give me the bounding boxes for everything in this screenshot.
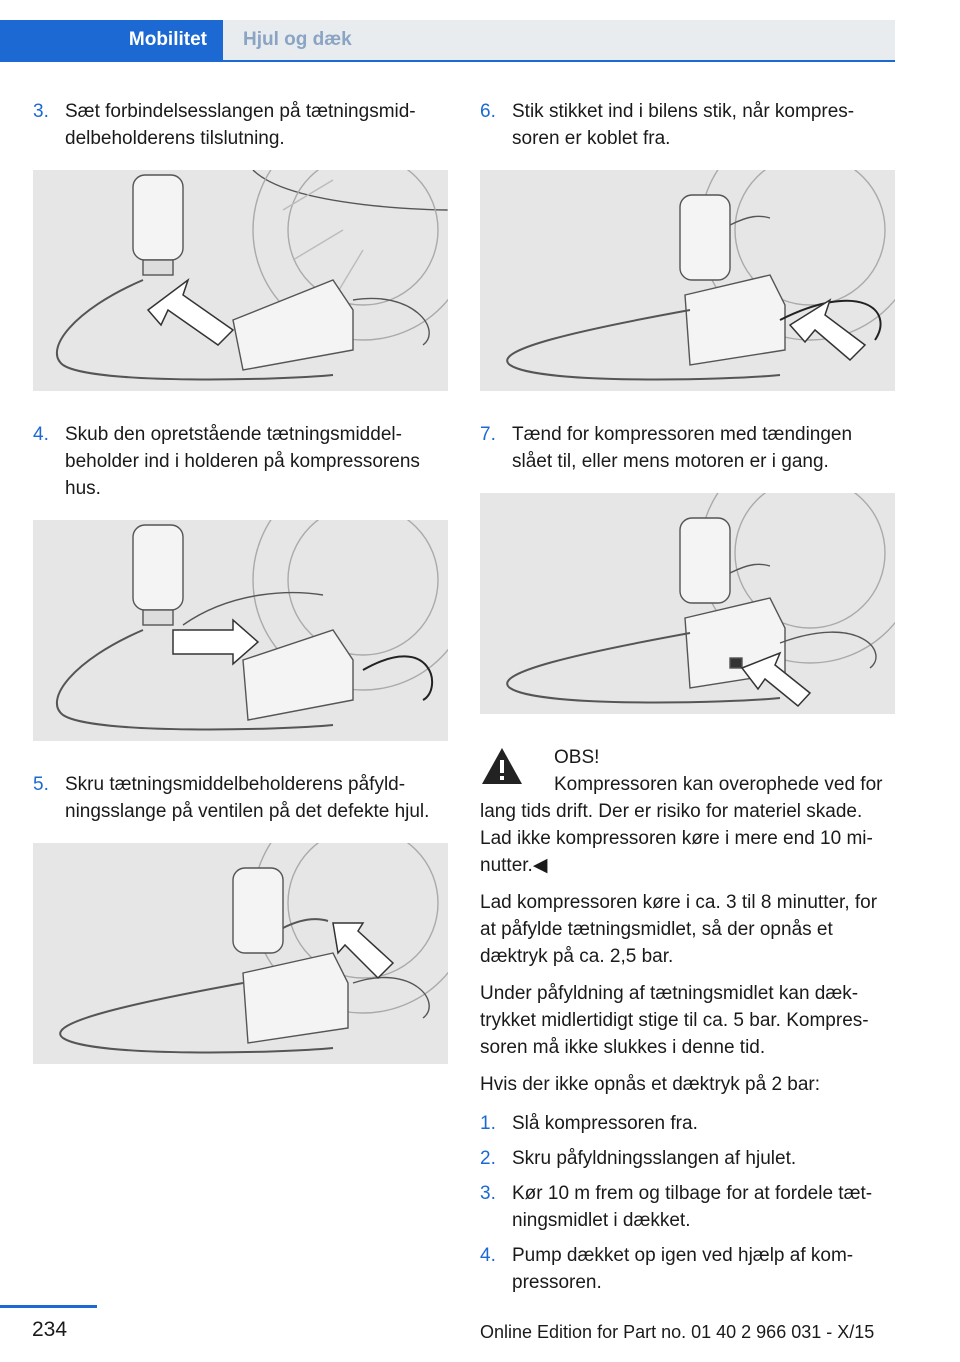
illustration-valve-hose <box>33 843 448 1064</box>
page-number: 234 <box>32 1318 68 1341</box>
step-6: 6. Stik stikket ind i bilens stik, når k… <box>480 98 895 152</box>
warning-title: OBS! <box>554 747 600 768</box>
left-column: 3. Sæt forbindelsesslangen på tætningsmi… <box>33 98 448 1094</box>
step-number: 5. <box>33 774 49 795</box>
remedy-list: 1. Slå kompressoren fra. 2. Skru påfyldn… <box>480 1110 895 1296</box>
paragraph-no-pressure: Hvis der ikke opnås et dæktryk på 2 bar: <box>480 1074 821 1095</box>
list-text: Slå kompressoren fra. <box>512 1113 698 1134</box>
paragraph-fill-time: Lad kompressoren køre i ca. 3 til 8 minu… <box>480 892 878 967</box>
step-text: Sæt forbindelsesslangen på tætningsmid‐d… <box>65 101 416 149</box>
footer-accent-line <box>0 1305 97 1308</box>
step-text: Skru tætningsmiddelbeholderens påfyld‐ni… <box>65 774 430 822</box>
illustration-switch-on <box>480 493 895 714</box>
warning-first-line: Kompressoren kan overophede ved for <box>554 774 883 795</box>
step-5: 5. Skru tætningsmiddelbeholderens påfyld… <box>33 771 448 825</box>
step-text: Tænd for kompressoren med tændingen slåe… <box>512 424 853 472</box>
list-item: 1. Slå kompressoren fra. <box>480 1110 895 1137</box>
tab-hjul-og-daek[interactable]: Hjul og dæk <box>223 20 895 60</box>
warning-triangle-icon <box>482 748 522 784</box>
step-4: 4. Skub den opretstående tætningsmiddel‐… <box>33 421 448 502</box>
list-number: 4. <box>480 1245 496 1266</box>
step-7: 7. Tænd for kompressoren med tændingen s… <box>480 421 895 475</box>
right-column: 6. Stik stikket ind i bilens stik, når k… <box>480 98 895 1304</box>
warning-block: OBS! Kompressoren kan overophede ved for… <box>480 744 895 879</box>
list-number: 1. <box>480 1113 496 1134</box>
header-divider <box>0 60 895 62</box>
list-text: Kør 10 m frem og tilbage for at fordele … <box>512 1183 873 1231</box>
list-number: 2. <box>480 1148 496 1169</box>
illustration-plug-socket <box>480 170 895 391</box>
edition-note: Online Edition for Part no. 01 40 2 966 … <box>480 1322 875 1342</box>
list-number: 3. <box>480 1183 496 1204</box>
list-text: Pump dækket op igen ved hjælp af kom‐pre… <box>512 1245 854 1293</box>
list-item: 3. Kør 10 m frem og tilbage for at forde… <box>480 1180 895 1234</box>
list-item: 2. Skru påfyldningsslangen af hjulet. <box>480 1145 895 1172</box>
tab-mobilitet[interactable]: Mobilitet <box>0 20 223 60</box>
step-number: 3. <box>33 101 49 122</box>
step-3: 3. Sæt forbindelsesslangen på tætningsmi… <box>33 98 448 152</box>
list-item: 4. Pump dækket op igen ved hjælp af kom‐… <box>480 1242 895 1296</box>
paragraph-pressure-rise: Under påfyldning af tætningsmidlet kan d… <box>480 983 869 1058</box>
illustration-connect-hose <box>33 170 448 391</box>
step-text: Skub den opretstående tætningsmiddel‐beh… <box>65 424 420 499</box>
illustration-insert-container <box>33 520 448 741</box>
step-text: Stik stikket ind i bilens stik, når komp… <box>512 101 855 149</box>
header-tabs: Mobilitet Hjul og dæk <box>0 20 895 62</box>
warning-text: lang tids drift. Der er risiko for mater… <box>480 801 873 876</box>
list-text: Skru påfyldningsslangen af hjulet. <box>512 1148 797 1169</box>
step-number: 7. <box>480 424 496 445</box>
step-number: 4. <box>33 424 49 445</box>
step-number: 6. <box>480 101 496 122</box>
